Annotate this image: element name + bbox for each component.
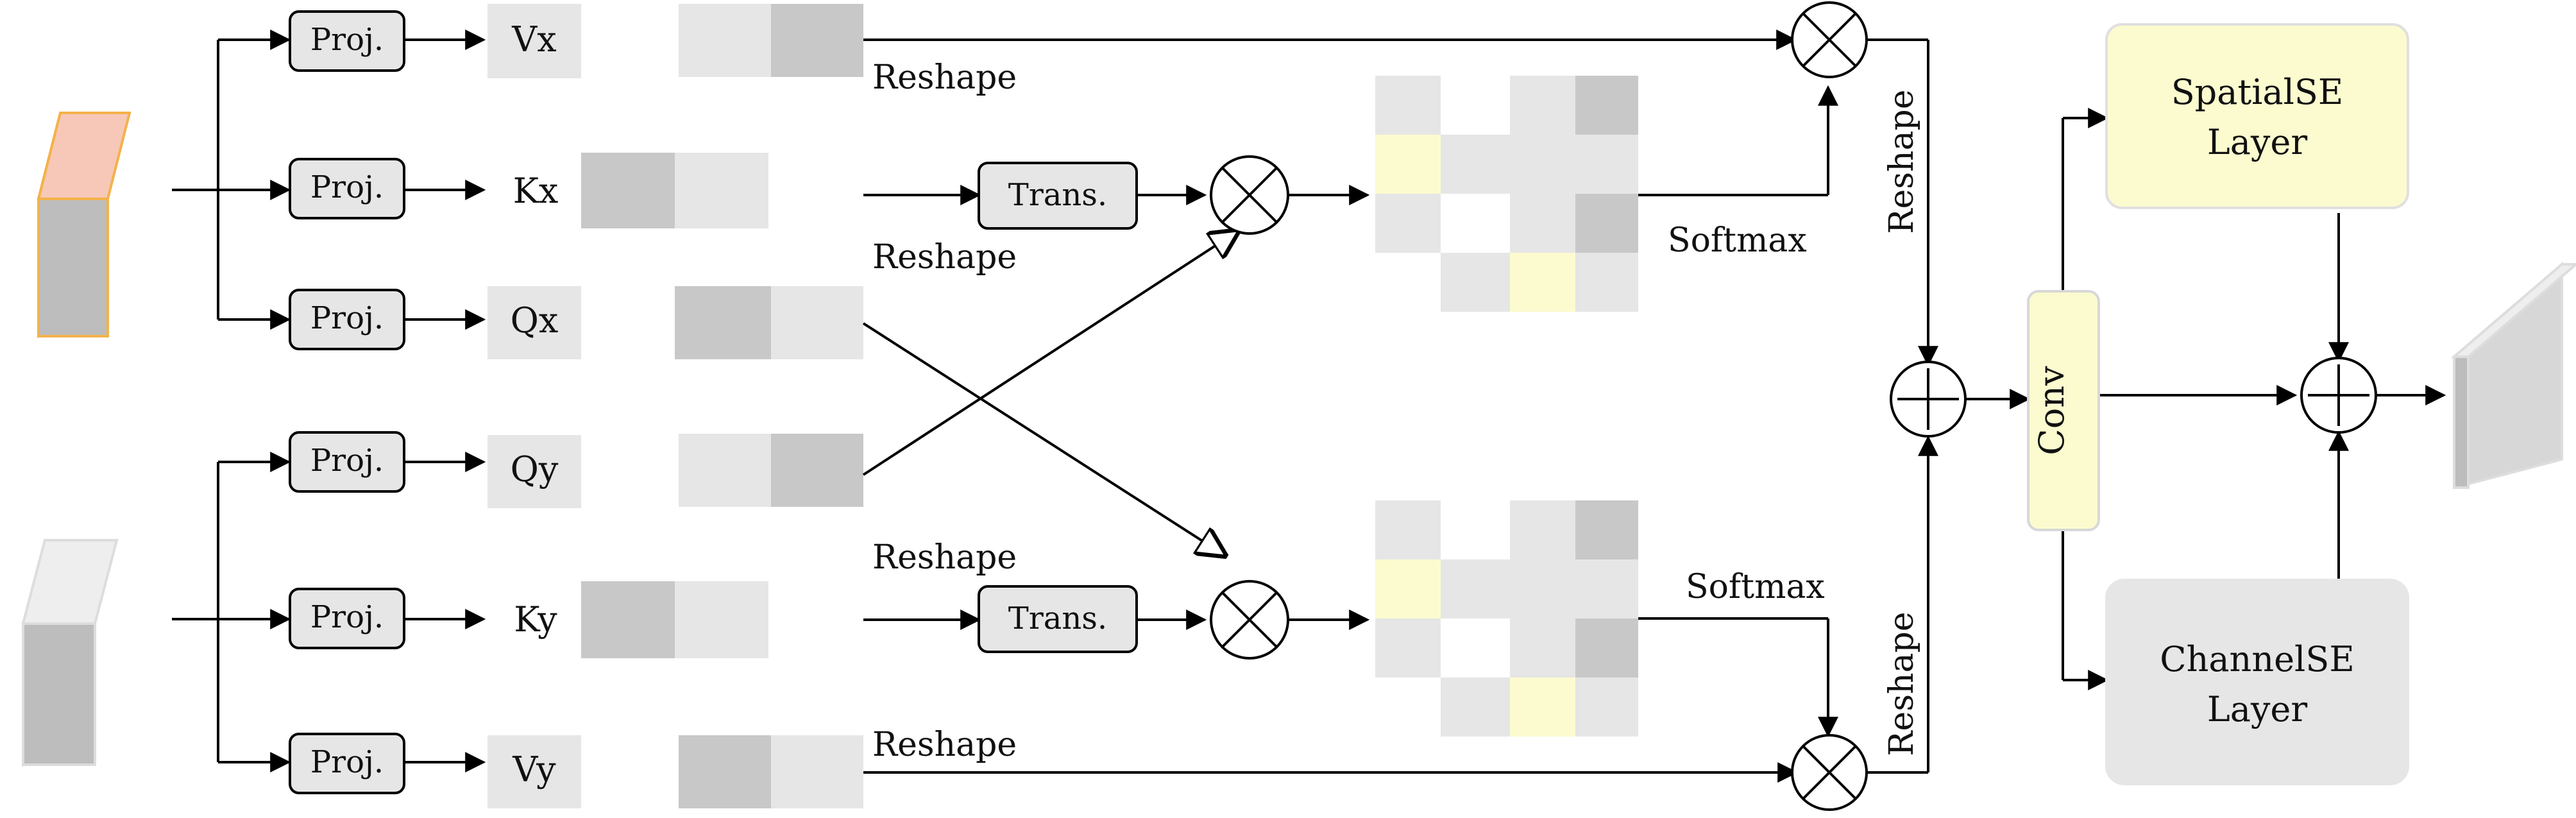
reshape-label-bottom-vertical: Reshape bbox=[1883, 611, 1921, 756]
add-circle-middle bbox=[1890, 361, 1967, 438]
reshape-label-top-vertical: Reshape bbox=[1883, 89, 1921, 234]
proj-box-ky[interactable]: Proj. bbox=[289, 588, 405, 649]
vy-matrix bbox=[679, 735, 863, 808]
trans-label-bottom: Trans. bbox=[1008, 601, 1107, 636]
kx-token: Kx bbox=[513, 171, 559, 211]
channel-se-layer[interactable]: ChannelSE Layer bbox=[2105, 579, 2409, 785]
ky-token: Ky bbox=[514, 599, 557, 640]
proj-box-vx[interactable]: Proj. bbox=[289, 10, 405, 72]
vx-label: Vx bbox=[511, 19, 556, 60]
proj-label-qx: Proj. bbox=[310, 300, 384, 336]
reshape-label-vy: Reshape bbox=[872, 726, 1017, 764]
softmax-label-top: Softmax bbox=[1668, 221, 1807, 260]
proj-label-ky: Proj. bbox=[310, 599, 384, 635]
ky-label: Ky bbox=[514, 599, 557, 640]
multiply-circle-vx bbox=[1791, 1, 1868, 78]
attention-grid-top bbox=[1375, 76, 1638, 312]
proj-label-vx: Proj. bbox=[310, 22, 384, 58]
vx-matrix bbox=[679, 4, 863, 77]
conv-box[interactable]: Conv bbox=[2027, 290, 2100, 531]
proj-label-qy: Proj. bbox=[310, 443, 384, 479]
channel-se-line2: Layer bbox=[2207, 689, 2308, 729]
reshape-label-ky: Reshape bbox=[872, 538, 1017, 577]
qx-token: Qx bbox=[487, 286, 581, 359]
qx-label: Qx bbox=[511, 300, 559, 341]
qy-matrix bbox=[679, 434, 863, 507]
main-lines bbox=[862, 30, 2446, 783]
trans-label-top: Trans. bbox=[1008, 177, 1107, 213]
left-connectors bbox=[172, 30, 291, 772]
vx-token: Vx bbox=[487, 4, 581, 78]
conv-label: Conv bbox=[2031, 366, 2072, 456]
ky-matrix bbox=[581, 581, 768, 658]
spatial-se-line1: SpatialSE bbox=[2171, 72, 2344, 112]
kx-label: Kx bbox=[513, 171, 559, 211]
output-block bbox=[2450, 261, 2576, 490]
input-y-block bbox=[21, 539, 119, 767]
multiply-circle-vy bbox=[1791, 734, 1868, 811]
qy-label: Qy bbox=[511, 449, 559, 490]
add-circle-right bbox=[2300, 357, 2377, 434]
proj-box-vy[interactable]: Proj. bbox=[289, 733, 405, 794]
vy-label: Vy bbox=[512, 749, 556, 790]
proj-box-kx[interactable]: Proj. bbox=[289, 158, 405, 219]
proj-label-vy: Proj. bbox=[310, 744, 384, 780]
multiply-circle-bottom bbox=[1210, 580, 1289, 660]
spatial-se-layer[interactable]: SpatialSE Layer bbox=[2105, 23, 2409, 209]
proj-label-kx: Proj. bbox=[310, 169, 384, 205]
reshape-label-vx: Reshape bbox=[872, 58, 1017, 97]
qy-token: Qy bbox=[487, 435, 581, 508]
input-x-block bbox=[37, 112, 131, 338]
trans-box-top[interactable]: Trans. bbox=[978, 162, 1138, 230]
channel-se-line1: ChannelSE bbox=[2160, 639, 2355, 679]
softmax-label-bottom: Softmax bbox=[1686, 568, 1825, 606]
vy-token: Vy bbox=[487, 735, 581, 808]
qx-matrix bbox=[675, 286, 863, 359]
proj-box-qy[interactable]: Proj. bbox=[289, 431, 405, 493]
proj-output-arrows bbox=[404, 30, 486, 772]
multiply-circle-top bbox=[1210, 155, 1289, 235]
reshape-label-kx: Reshape bbox=[872, 238, 1017, 277]
attention-grid-bottom bbox=[1375, 500, 1638, 737]
kx-matrix bbox=[581, 153, 768, 228]
trans-box-bottom[interactable]: Trans. bbox=[978, 585, 1138, 653]
spatial-se-line2: Layer bbox=[2207, 122, 2308, 162]
proj-box-qx[interactable]: Proj. bbox=[289, 289, 405, 350]
